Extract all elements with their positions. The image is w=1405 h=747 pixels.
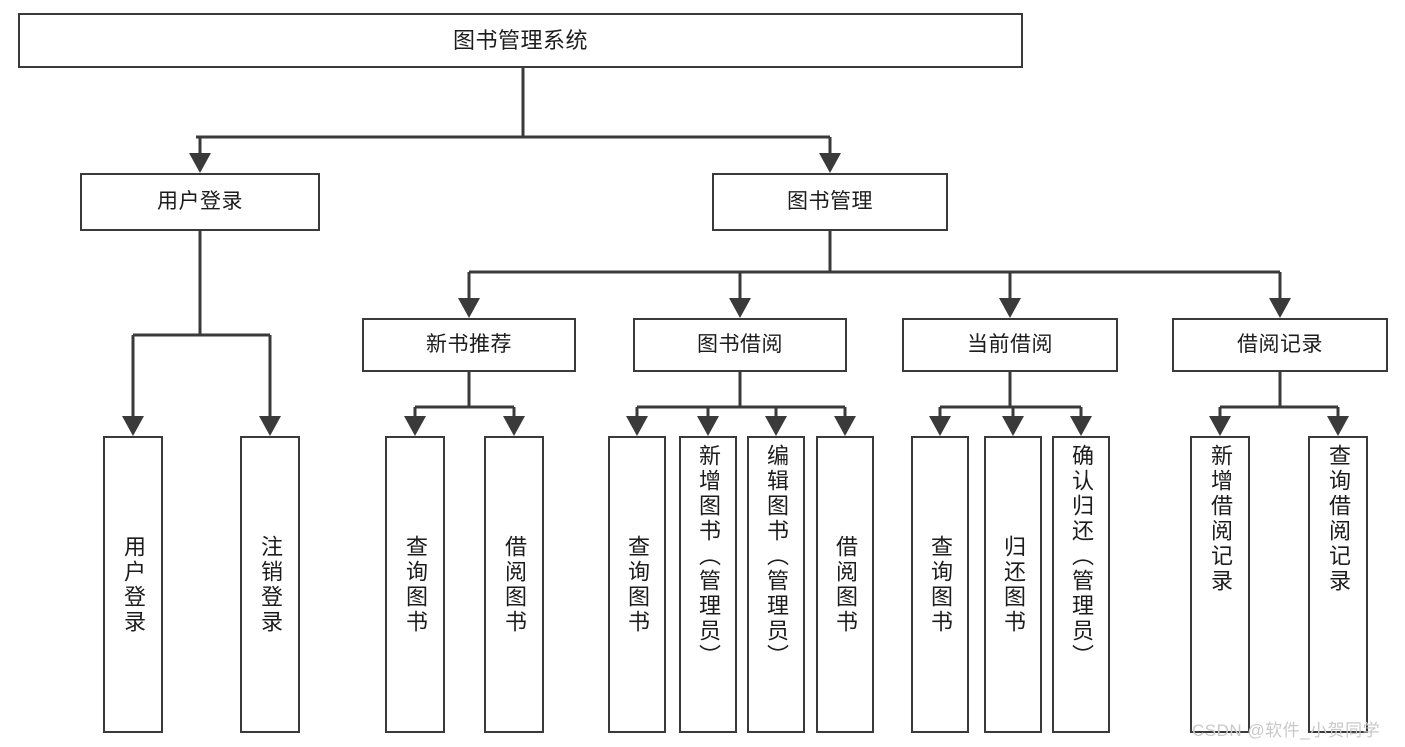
node-leaf-borrow-book-rec[interactable]: 借阅图书	[484, 436, 544, 733]
node-book-manage[interactable]: 图书管理	[712, 173, 948, 231]
node-leaf-query-book-borrow[interactable]: 查询图书	[608, 436, 666, 733]
node-leaf-user-logout[interactable]: 注销登录	[240, 436, 300, 733]
arrow-new-book-rec-head	[458, 298, 480, 318]
node-label: 查询图书	[625, 534, 650, 635]
arrow-leaf-borrow-book-head	[834, 416, 856, 436]
arrow-leaf-return-book-head	[1002, 416, 1024, 436]
arrow-leaf-query-record-head	[1327, 416, 1349, 436]
node-label: 用户登录	[157, 189, 243, 213]
arrow-leaf-add-book-head	[697, 416, 719, 436]
node-label: 借阅图书	[833, 534, 858, 635]
node-leaf-edit-book[interactable]: 编辑图书（管理员）	[747, 436, 805, 733]
node-root[interactable]: 图书管理系统	[18, 13, 1023, 68]
node-label: 新书推荐	[426, 332, 512, 356]
node-label: 归还图书	[1001, 534, 1026, 635]
node-leaf-add-book[interactable]: 新增图书（管理员）	[679, 436, 737, 733]
node-leaf-query-record[interactable]: 查询借阅记录	[1308, 436, 1368, 733]
node-label: 编辑图书（管理员）	[764, 444, 789, 669]
arrow-user-login-head	[189, 153, 211, 173]
node-leaf-borrow-book[interactable]: 借阅图书	[816, 436, 874, 733]
node-label: 新增图书（管理员）	[696, 444, 721, 669]
arrow-leaf-user-logout-head	[259, 416, 281, 436]
node-label: 查询图书	[403, 534, 428, 635]
node-label: 当前借阅	[967, 332, 1053, 356]
arrow-leaf-query-book-borrow-head	[626, 416, 648, 436]
node-new-book-rec[interactable]: 新书推荐	[362, 318, 576, 372]
node-leaf-return-book[interactable]: 归还图书	[984, 436, 1042, 733]
node-leaf-add-record[interactable]: 新增借阅记录	[1190, 436, 1250, 733]
node-user-login[interactable]: 用户登录	[80, 173, 320, 231]
node-label: 用户登录	[121, 534, 146, 635]
arrow-leaf-query-book-rec-head	[404, 416, 426, 436]
arrow-leaf-confirm-return-head	[1070, 416, 1092, 436]
node-label: 图书管理	[787, 189, 873, 213]
arrow-leaf-query-book-cur-head	[929, 416, 951, 436]
arrow-leaf-add-record-head	[1209, 416, 1231, 436]
node-label: 查询图书	[928, 534, 953, 635]
node-label: 图书借阅	[697, 332, 783, 356]
arrow-current-borrow-head	[999, 298, 1021, 318]
node-leaf-user-login[interactable]: 用户登录	[103, 436, 163, 733]
node-borrow-record[interactable]: 借阅记录	[1172, 318, 1388, 372]
node-label: 注销登录	[258, 534, 283, 635]
arrow-borrow-record-head	[1269, 298, 1291, 318]
arrow-book-manage-head	[819, 153, 841, 173]
node-label: 查询借阅记录	[1326, 444, 1351, 594]
arrow-leaf-edit-book-head	[765, 416, 787, 436]
node-label: 确认归还（管理员）	[1069, 444, 1094, 669]
arrow-leaf-user-login-head	[122, 416, 144, 436]
node-current-borrow[interactable]: 当前借阅	[902, 318, 1118, 372]
arrow-book-borrow-head	[729, 298, 751, 318]
node-book-borrow[interactable]: 图书借阅	[633, 318, 847, 372]
arrow-leaf-borrow-book-rec-head	[503, 416, 525, 436]
node-label: 借阅图书	[502, 534, 527, 635]
watermark: CSDN @软件_小贺同学	[1192, 721, 1381, 740]
node-leaf-query-book-cur[interactable]: 查询图书	[911, 436, 969, 733]
node-label: 新增借阅记录	[1208, 444, 1233, 594]
node-leaf-confirm-return[interactable]: 确认归还（管理员）	[1052, 436, 1110, 733]
node-label: 图书管理系统	[452, 27, 588, 53]
node-label: 借阅记录	[1237, 332, 1323, 356]
node-leaf-query-book-rec[interactable]: 查询图书	[385, 436, 445, 733]
